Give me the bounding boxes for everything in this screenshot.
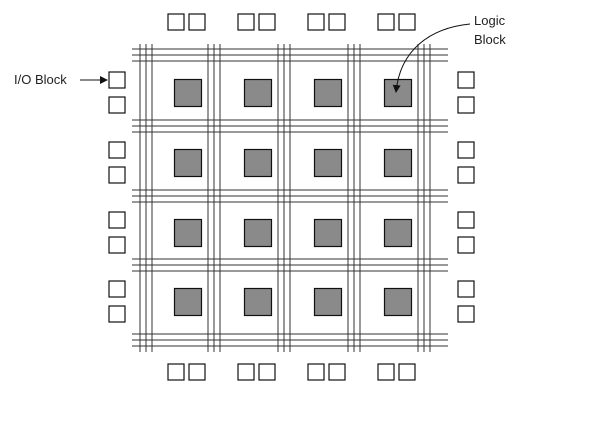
io-block bbox=[108, 96, 126, 114]
logic-block bbox=[173, 287, 203, 317]
io-block bbox=[108, 236, 126, 254]
logic-block bbox=[313, 218, 343, 248]
logic-block-arrow bbox=[392, 23, 471, 93]
io-block-label: I/O Block bbox=[14, 72, 67, 87]
io-block bbox=[457, 211, 475, 229]
io-block bbox=[457, 141, 475, 159]
io-block bbox=[188, 363, 206, 381]
io-block bbox=[108, 280, 126, 298]
logic-block bbox=[173, 148, 203, 178]
io-block bbox=[377, 363, 395, 381]
io-block bbox=[457, 280, 475, 298]
io-block bbox=[237, 363, 255, 381]
logic-block bbox=[243, 78, 273, 108]
io-block bbox=[457, 71, 475, 89]
io-block bbox=[328, 13, 346, 31]
logic-block bbox=[313, 78, 343, 108]
logic-block bbox=[383, 287, 413, 317]
io-block bbox=[188, 13, 206, 31]
io-block bbox=[307, 13, 325, 31]
io-block bbox=[167, 363, 185, 381]
io-block bbox=[307, 363, 325, 381]
io-block bbox=[457, 96, 475, 114]
io-block bbox=[167, 13, 185, 31]
logic-block-callout: Logic Block bbox=[392, 13, 506, 93]
io-block-ring bbox=[108, 13, 475, 381]
logic-block bbox=[243, 148, 273, 178]
logic-block bbox=[383, 148, 413, 178]
io-block bbox=[457, 166, 475, 184]
logic-block-label-line2: Block bbox=[474, 32, 506, 47]
logic-block-grid bbox=[173, 78, 413, 317]
io-block bbox=[108, 71, 126, 89]
logic-block bbox=[313, 148, 343, 178]
logic-block bbox=[383, 78, 413, 108]
io-block bbox=[258, 13, 276, 31]
logic-block bbox=[313, 287, 343, 317]
io-block bbox=[398, 363, 416, 381]
io-block bbox=[258, 363, 276, 381]
logic-block bbox=[243, 218, 273, 248]
io-block bbox=[457, 236, 475, 254]
io-block bbox=[328, 363, 346, 381]
io-block bbox=[377, 13, 395, 31]
logic-block bbox=[243, 287, 273, 317]
io-block bbox=[237, 13, 255, 31]
logic-block bbox=[173, 218, 203, 248]
io-block-callout: I/O Block bbox=[14, 72, 108, 87]
logic-block bbox=[173, 78, 203, 108]
routing-channels bbox=[132, 44, 448, 352]
io-block bbox=[108, 166, 126, 184]
io-block bbox=[108, 305, 126, 323]
io-block bbox=[108, 211, 126, 229]
io-block bbox=[457, 305, 475, 323]
logic-block bbox=[383, 218, 413, 248]
io-block bbox=[108, 141, 126, 159]
logic-block-label-line1: Logic bbox=[474, 13, 506, 28]
io-block bbox=[398, 13, 416, 31]
